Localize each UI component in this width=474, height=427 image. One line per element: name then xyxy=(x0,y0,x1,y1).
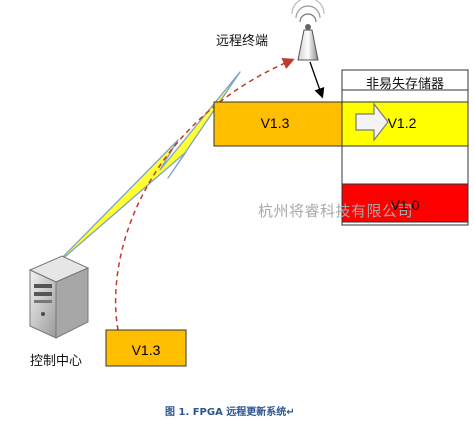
antenna-icon xyxy=(291,0,325,61)
nonvolatile-storage-label: 非易失存储器 xyxy=(366,77,445,92)
storage-v10-slot xyxy=(341,183,469,223)
figure-caption: 图 1. FPGA 远程更新系统↵ xyxy=(165,407,295,418)
terminal-version-label: V1.3 xyxy=(260,115,290,131)
center-v13-box xyxy=(105,329,187,367)
terminal-v13-box xyxy=(213,101,343,147)
lightning-icon xyxy=(51,71,241,269)
remote-terminal-label: 远程终端 xyxy=(216,34,269,49)
update-path-arrow xyxy=(114,57,295,331)
server-icon xyxy=(28,255,90,339)
center-version-label: V1.3 xyxy=(131,342,161,358)
antenna-to-terminal-arrow xyxy=(309,61,325,99)
transfer-arrow-icon xyxy=(355,102,389,142)
storage-new-version-label: V1.2 xyxy=(387,115,417,131)
control-center-label: 控制中心 xyxy=(30,354,83,369)
watermark-text: 杭州将睿科技有限公司 xyxy=(258,202,414,220)
storage-old-version-label: V1.0 xyxy=(390,197,420,213)
